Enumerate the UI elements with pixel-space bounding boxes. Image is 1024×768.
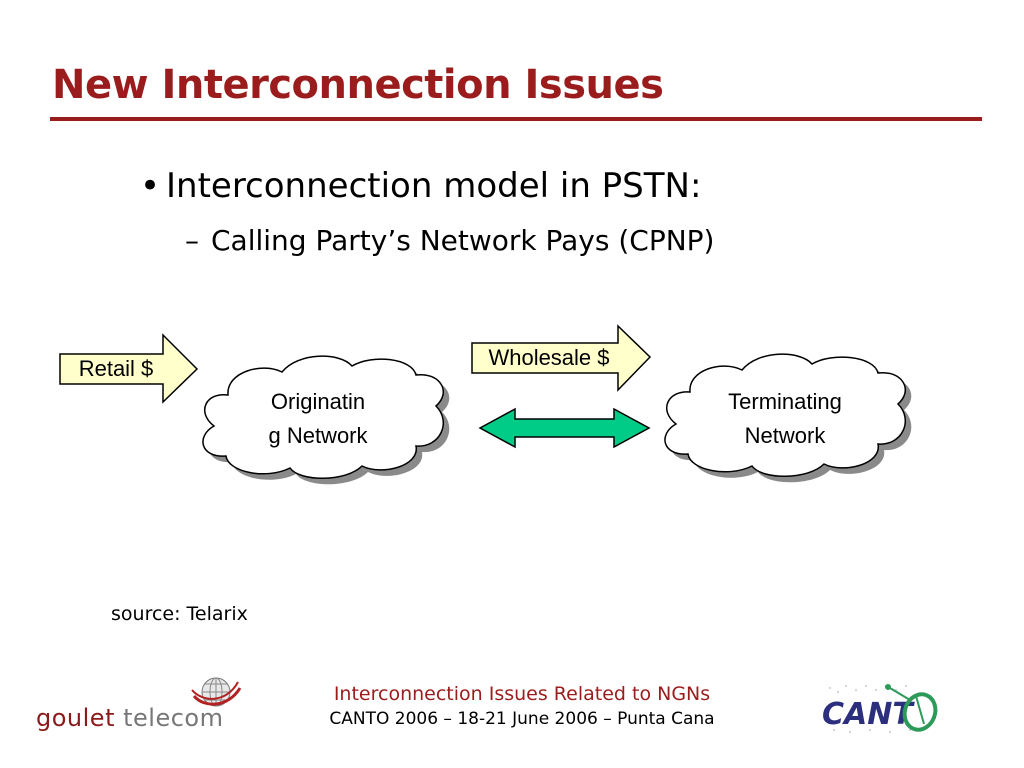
bullet-1-text: Interconnection model in PSTN: — [166, 166, 702, 206]
logo-word-goulet: goulet — [36, 704, 115, 732]
bullet-2-text: Calling Party’s Network Pays (CPNP) — [211, 224, 715, 257]
canto-logo: CANT — [820, 680, 942, 738]
originating-label-line-2: g Network — [268, 423, 368, 448]
wholesale-label: Wholesale $ — [488, 345, 610, 370]
terminating-network-cloud — [664, 353, 912, 483]
source-note: source: Telarix — [111, 603, 248, 625]
title-underline — [50, 117, 982, 121]
bullet-level-1: •Interconnection model in PSTN: — [140, 166, 701, 206]
globe-icon — [191, 677, 242, 707]
retail-arrow-callout — [59, 333, 199, 404]
logo-word-telecom: telecom — [123, 704, 224, 732]
terminating-label-line-2: Network — [744, 423, 826, 448]
canto-logo-mark: CANT — [822, 684, 938, 734]
goulet-telecom-logo: goulet telecom — [36, 677, 242, 738]
bullet-marker: • — [140, 166, 161, 206]
slide-title: New Interconnection Issues — [52, 62, 664, 108]
dash-marker: – — [185, 224, 199, 257]
wholesale-arrow-callout — [471, 324, 652, 392]
originating-network-cloud — [202, 355, 450, 485]
bullet-level-2: –Calling Party’s Network Pays (CPNP) — [185, 224, 714, 257]
canto-logo-text: CANT — [822, 697, 915, 732]
retail-label: Retail $ — [78, 356, 154, 381]
footer-event-info: CANTO 2006 – 18-21 June 2006 – Punta Can… — [329, 709, 715, 729]
interconnection-double-arrow — [478, 407, 651, 449]
terminating-label-line-1: Terminating — [728, 389, 842, 414]
originating-label-line-1: Originatin — [270, 389, 366, 414]
goulet-telecom-wordmark: goulet telecom — [36, 704, 224, 732]
footer-presentation-title: Interconnection Issues Related to NGNs — [333, 683, 711, 705]
